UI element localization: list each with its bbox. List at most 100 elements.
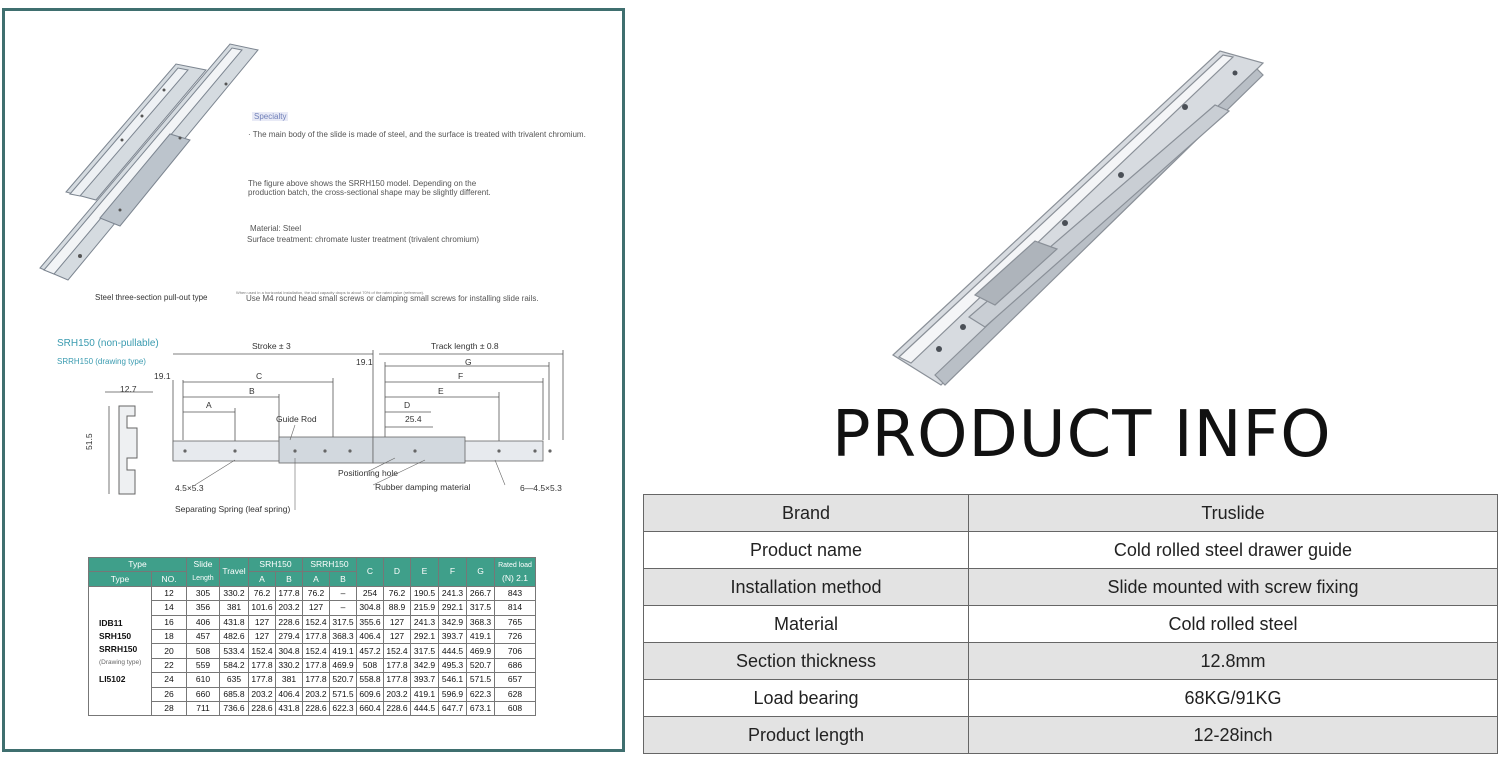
th-srrh-b: B [329, 571, 357, 587]
specs-cell: 622.3 [329, 700, 357, 717]
specs-cell: 203.2 [248, 686, 276, 702]
specs-cell: – [329, 585, 357, 602]
specs-cell: 559 [186, 657, 220, 674]
specs-cell: 508 [186, 643, 220, 659]
specs-cell: 406 [186, 614, 220, 630]
info-value: 12-28inch [968, 716, 1498, 754]
diagram-title: SRH150 (non-pullable) [57, 338, 159, 349]
material-text: Material: Steel [250, 224, 302, 233]
info-value: Cold rolled steel drawer guide [968, 531, 1498, 569]
specs-cell: 305 [186, 585, 220, 602]
specs-cell: 12 [151, 585, 187, 602]
figure-note: The figure above shows the SRRH150 model… [248, 179, 491, 197]
specs-cell: 368.3 [466, 614, 495, 630]
specs-cell: 177.8 [275, 585, 303, 602]
specs-cell: 469.9 [329, 657, 357, 674]
specs-cell: 356 [186, 600, 220, 616]
specs-cell: 660 [186, 686, 220, 702]
specs-cell: 571.5 [466, 672, 495, 688]
specs-cell: 457.2 [356, 643, 384, 659]
specs-cell: 127 [383, 614, 411, 630]
specs-cell: 152.4 [248, 643, 276, 659]
specs-cell: 584.2 [219, 657, 249, 674]
specs-cell: 673.1 [466, 700, 495, 717]
specs-cell: 177.8 [302, 672, 330, 688]
rubber-damping-label: Rubber damping material [375, 482, 471, 492]
dim-e: E [438, 386, 444, 396]
info-key: Product name [643, 531, 969, 569]
th-srrh150: SRRH150 [302, 556, 357, 573]
th-travel: Travel [219, 557, 249, 587]
specs-cell: 177.8 [248, 672, 276, 688]
slide-rail-illustration [39, 43, 259, 281]
th-srrh-a: A [302, 571, 330, 587]
specs-cell: 647.7 [438, 700, 467, 717]
tiny-note: When used in a horizontal installation, … [236, 290, 425, 295]
screw-note: Use M4 round head small screws or clampi… [246, 294, 539, 303]
specs-cell: 342.9 [410, 657, 439, 674]
specs-cell: 457 [186, 628, 220, 645]
specs-cell: 101.6 [248, 600, 276, 616]
specs-cell: 152.4 [383, 643, 411, 659]
specs-cell: 317.5 [466, 600, 495, 616]
th-srh-a: A [248, 571, 276, 587]
model-drawing: (Drawing type) [99, 658, 142, 666]
guide-rod-label: Guide Rod [276, 414, 317, 424]
track-length-label: Track length ± 0.8 [431, 341, 499, 351]
info-key: Brand [643, 494, 969, 532]
th-e: E [410, 557, 439, 587]
specs-cell: 406.4 [356, 628, 384, 645]
specs-cell: 28 [151, 700, 187, 717]
specs-cell: 177.8 [302, 628, 330, 645]
specs-cell: 190.5 [410, 585, 439, 602]
specs-cell: 304.8 [356, 600, 384, 616]
specs-cell: 177.8 [383, 672, 411, 688]
dim-b: B [249, 386, 255, 396]
th-d: D [383, 557, 411, 587]
specs-cell: 482.6 [219, 628, 249, 645]
specs-cell: 726 [494, 628, 536, 645]
specs-cell: 609.6 [356, 686, 384, 702]
specs-cell: 686 [494, 657, 536, 674]
specs-cell: 628 [494, 686, 536, 702]
specs-cell: 393.7 [438, 628, 467, 645]
specs-cell: 814 [494, 600, 536, 616]
specs-cell: 177.8 [302, 657, 330, 674]
specs-cell: 18 [151, 628, 187, 645]
separating-spring-label: Separating Spring (leaf spring) [175, 504, 291, 514]
specs-cell: 657 [494, 672, 536, 688]
specs-cell: 419.1 [410, 686, 439, 702]
product-info-title: PRODUCT INFO [832, 398, 1332, 472]
specs-cell: 241.3 [410, 614, 439, 630]
specs-cell: 571.5 [329, 686, 357, 702]
specs-cell: 368.3 [329, 628, 357, 645]
specs-cell: 317.5 [329, 614, 357, 630]
dim-g: G [465, 357, 472, 367]
specs-cell: 292.1 [410, 628, 439, 645]
specs-cell: 355.6 [356, 614, 384, 630]
specs-cell: 765 [494, 614, 536, 630]
specs-cell: 20 [151, 643, 187, 659]
specs-cell: 127 [248, 614, 276, 630]
info-key: Installation method [643, 568, 969, 606]
specs-cell: 304.8 [275, 643, 303, 659]
th-load: Rated load(N) 2.1 [494, 557, 536, 587]
specs-cell: 711 [186, 700, 220, 717]
specs-cell: 317.5 [410, 643, 439, 659]
specs-cell: 177.8 [248, 657, 276, 674]
specs-cell: 292.1 [438, 600, 467, 616]
specs-cell: 843 [494, 585, 536, 602]
specs-cell: 419.1 [329, 643, 357, 659]
info-key: Section thickness [643, 642, 969, 680]
specs-cell: 558.8 [356, 672, 384, 688]
specs-cell: 495.3 [438, 657, 467, 674]
